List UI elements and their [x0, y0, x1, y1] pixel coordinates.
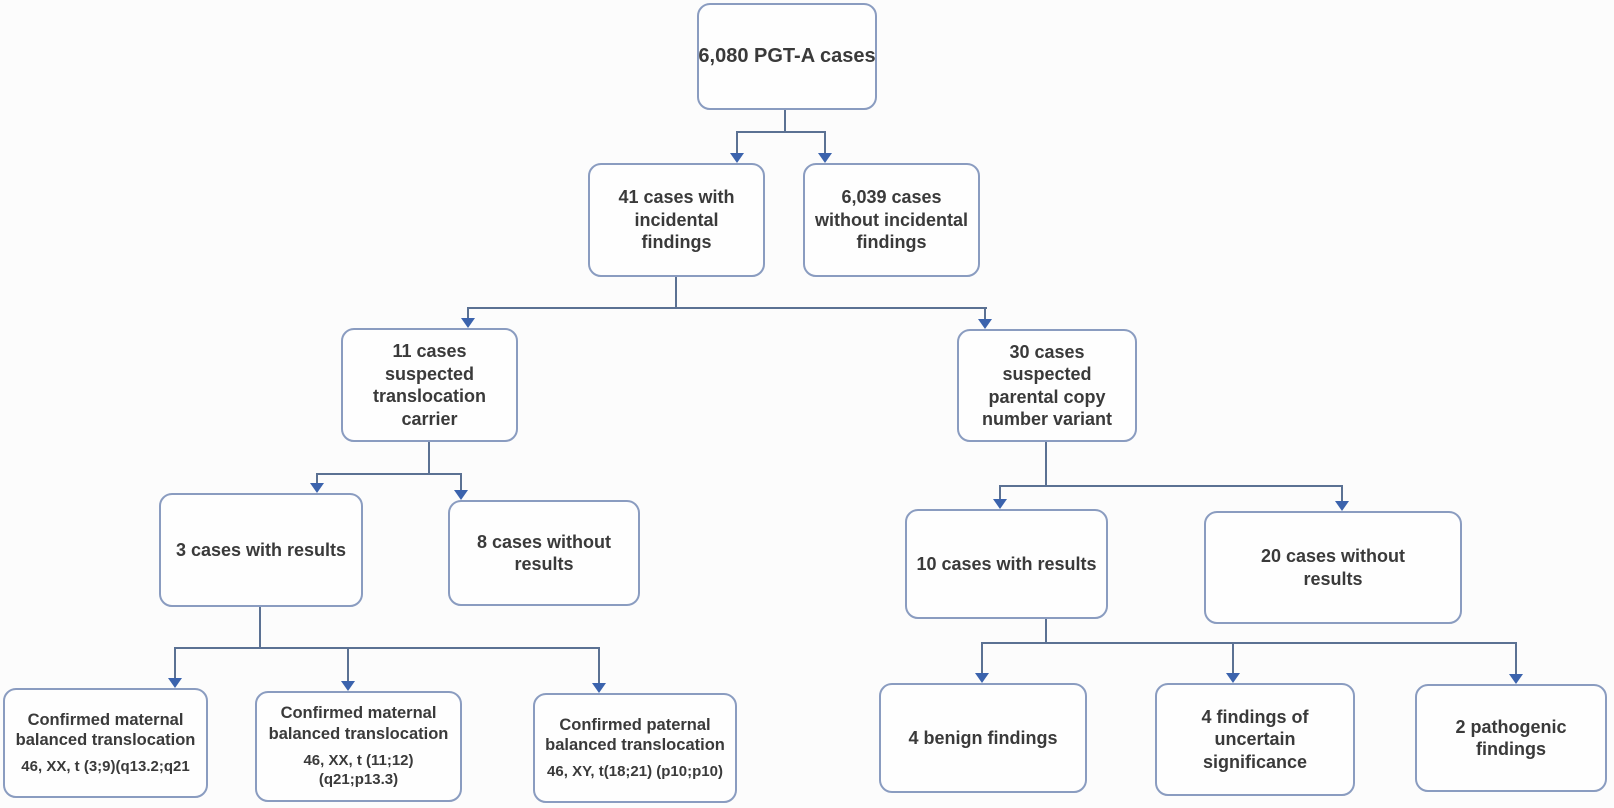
node-suspected-cnv: 30 cases suspected parental copy number …: [957, 329, 1137, 442]
connector-10results-stem: [1045, 619, 1047, 643]
connector-3results-split: [174, 647, 600, 649]
connector-to-8-noresults: [460, 473, 462, 491]
connector-to-uncertain: [1232, 642, 1234, 674]
node-10-with-results: 10 cases with results: [905, 509, 1108, 619]
connector-total-stem: [784, 110, 786, 133]
connector-to-suspected-translocation: [467, 307, 469, 319]
arrow-into-20-noresults: [1335, 501, 1349, 511]
connector-to-suspected-cnv: [984, 307, 986, 320]
connector-to-3-results: [316, 473, 318, 484]
node-maternal-translocation-2: Confirmed maternal balanced translocatio…: [255, 691, 462, 802]
arrow-into-uncertain: [1226, 673, 1240, 683]
node-label: 41 cases with incidental findings: [618, 187, 735, 253]
node-label: Confirmed paternal balanced translocatio…: [545, 715, 725, 754]
node-label: 6,039 cases without incidental findings: [815, 187, 968, 253]
node-label: 8 cases without results: [476, 531, 612, 575]
node-suspected-translocation: 11 cases suspected translocation carrier: [341, 328, 518, 442]
node-uncertain-significance: 4 findings of uncertain significance: [1155, 683, 1355, 796]
connector-to-10-results: [999, 485, 1001, 500]
node-label: 10 cases with results: [916, 553, 1097, 574]
node-label: 30 cases suspected parental copy number …: [981, 341, 1113, 430]
connector-to-maternal-2: [347, 647, 349, 682]
node-total-cases: 6,080 PGT-A cases: [697, 3, 877, 110]
connector-translocation-split: [316, 473, 462, 475]
karyotype-text: 46, XY, t(18;21) (p10;p10): [547, 762, 723, 780]
node-8-without-results: 8 cases without results: [448, 500, 640, 606]
arrow-into-3-results: [310, 483, 324, 493]
node-label: 4 findings of uncertain significance: [1201, 706, 1309, 772]
connector-translocation-stem: [428, 442, 430, 474]
node-3-with-results: 3 cases with results: [159, 493, 363, 607]
arrow-into-suspected-cnv: [978, 319, 992, 329]
node-label: Confirmed maternal balanced translocatio…: [15, 710, 196, 749]
node-label: 3 cases with results: [175, 539, 347, 560]
arrow-into-without-incidental: [818, 153, 832, 163]
arrow-into-with-incidental: [730, 153, 744, 163]
connector-cnv-split: [999, 485, 1343, 487]
connector-10results-split: [981, 642, 1517, 644]
arrow-into-paternal: [592, 683, 606, 693]
karyotype-text: 46, XX, t (11;12) (q21;p13.3): [303, 751, 414, 789]
karyotype-text: 46, XX, t (3;9)(q13.2;q21: [21, 757, 190, 775]
node-paternal-translocation: Confirmed paternal balanced translocatio…: [533, 693, 737, 803]
connector-to-without-incidental: [824, 131, 826, 154]
node-maternal-translocation-1: Confirmed maternal balanced translocatio…: [3, 688, 208, 798]
connector-to-pathogenic: [1515, 642, 1517, 675]
arrow-into-maternal-2: [341, 681, 355, 691]
node-without-incidental: 6,039 cases without incidental findings: [803, 163, 980, 277]
node-label: 4 benign findings: [908, 727, 1058, 748]
node-label: Confirmed maternal balanced translocatio…: [268, 704, 449, 743]
arrow-into-suspected-translocation: [461, 318, 475, 328]
connector-to-paternal: [598, 647, 600, 684]
connector-to-maternal-1: [174, 647, 176, 679]
connector-to-20-noresults: [1341, 485, 1343, 502]
connector-cnv-stem: [1045, 442, 1047, 486]
connector-total-split: [736, 131, 826, 133]
arrow-into-pathogenic: [1509, 674, 1523, 684]
node-with-incidental: 41 cases with incidental findings: [588, 163, 765, 277]
arrow-into-maternal-1: [168, 678, 182, 688]
node-pathogenic-findings: 2 pathogenic findings: [1415, 684, 1607, 792]
connector-to-benign: [981, 642, 983, 674]
arrow-into-benign: [975, 673, 989, 683]
node-label: 11 cases suspected translocation carrier: [372, 341, 487, 429]
arrow-into-10-results: [993, 499, 1007, 509]
arrow-into-8-noresults: [454, 490, 468, 500]
node-20-without-results: 20 cases without results: [1204, 511, 1462, 624]
node-label: 2 pathogenic findings: [1455, 716, 1567, 760]
connector-3results-stem: [259, 607, 261, 648]
node-benign-findings: 4 benign findings: [879, 683, 1087, 793]
node-label: 20 cases without results: [1260, 546, 1406, 589]
connector-incidental-stem: [675, 277, 677, 308]
node-label: 6,080 PGT-A cases: [698, 45, 876, 67]
connector-to-with-incidental: [736, 131, 738, 154]
connector-incidental-split: [467, 307, 987, 309]
